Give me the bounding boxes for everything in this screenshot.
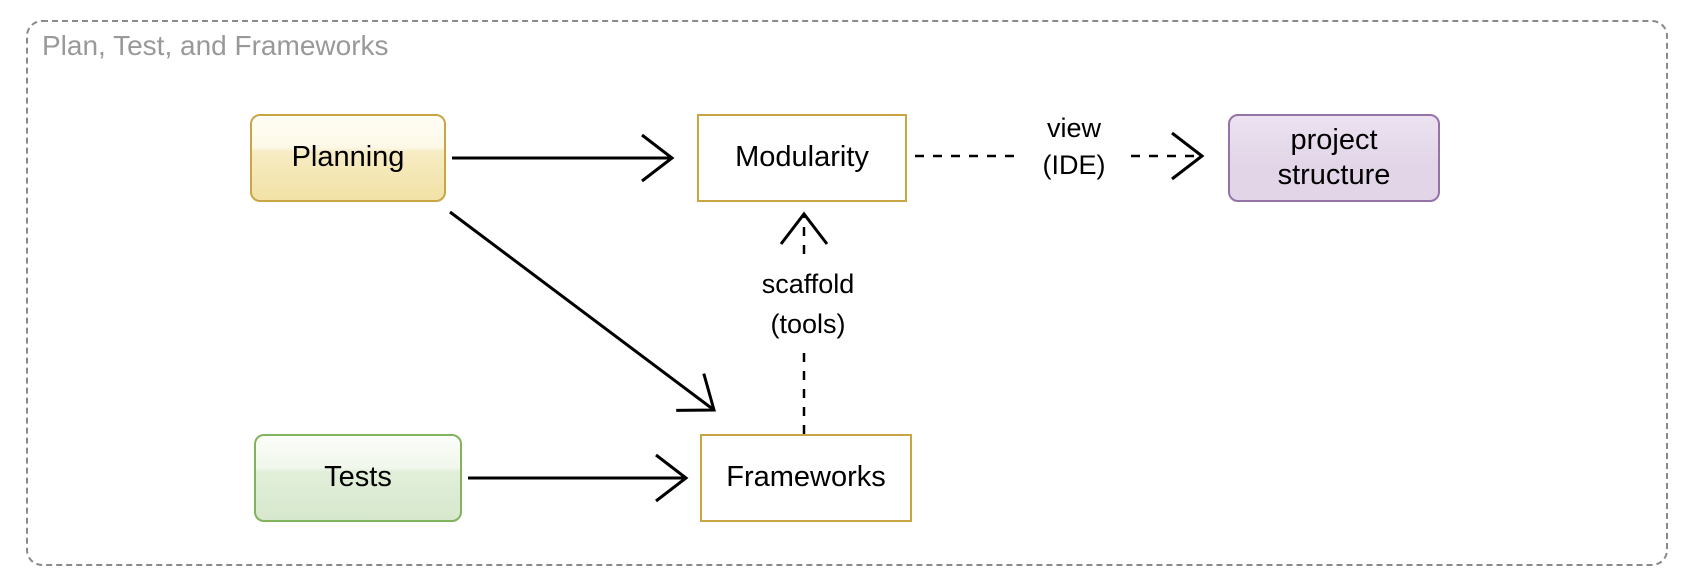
node-modularity[interactable]: Modularity <box>697 114 907 202</box>
edge-label-line: (tools) <box>770 309 846 339</box>
edge-label-view-ide[interactable]: view (IDE) <box>1022 108 1126 186</box>
node-frameworks[interactable]: Frameworks <box>700 434 912 522</box>
edge-label-line: (IDE) <box>1042 150 1106 180</box>
edge-label-scaffold-tools[interactable]: scaffold (tools) <box>742 262 874 346</box>
edge-planning-frameworks[interactable] <box>449 210 716 412</box>
node-project-structure[interactable]: project structure <box>1228 114 1440 202</box>
edge-label-line: view <box>1046 113 1101 143</box>
group-title: Plan, Test, and Frameworks <box>42 30 389 61</box>
node-planning[interactable]: Planning <box>250 114 446 202</box>
group-container: Plan, Test, and Frameworks <box>26 20 1668 566</box>
edge-label-line: scaffold <box>761 269 855 299</box>
node-tests[interactable]: Tests <box>254 434 462 522</box>
